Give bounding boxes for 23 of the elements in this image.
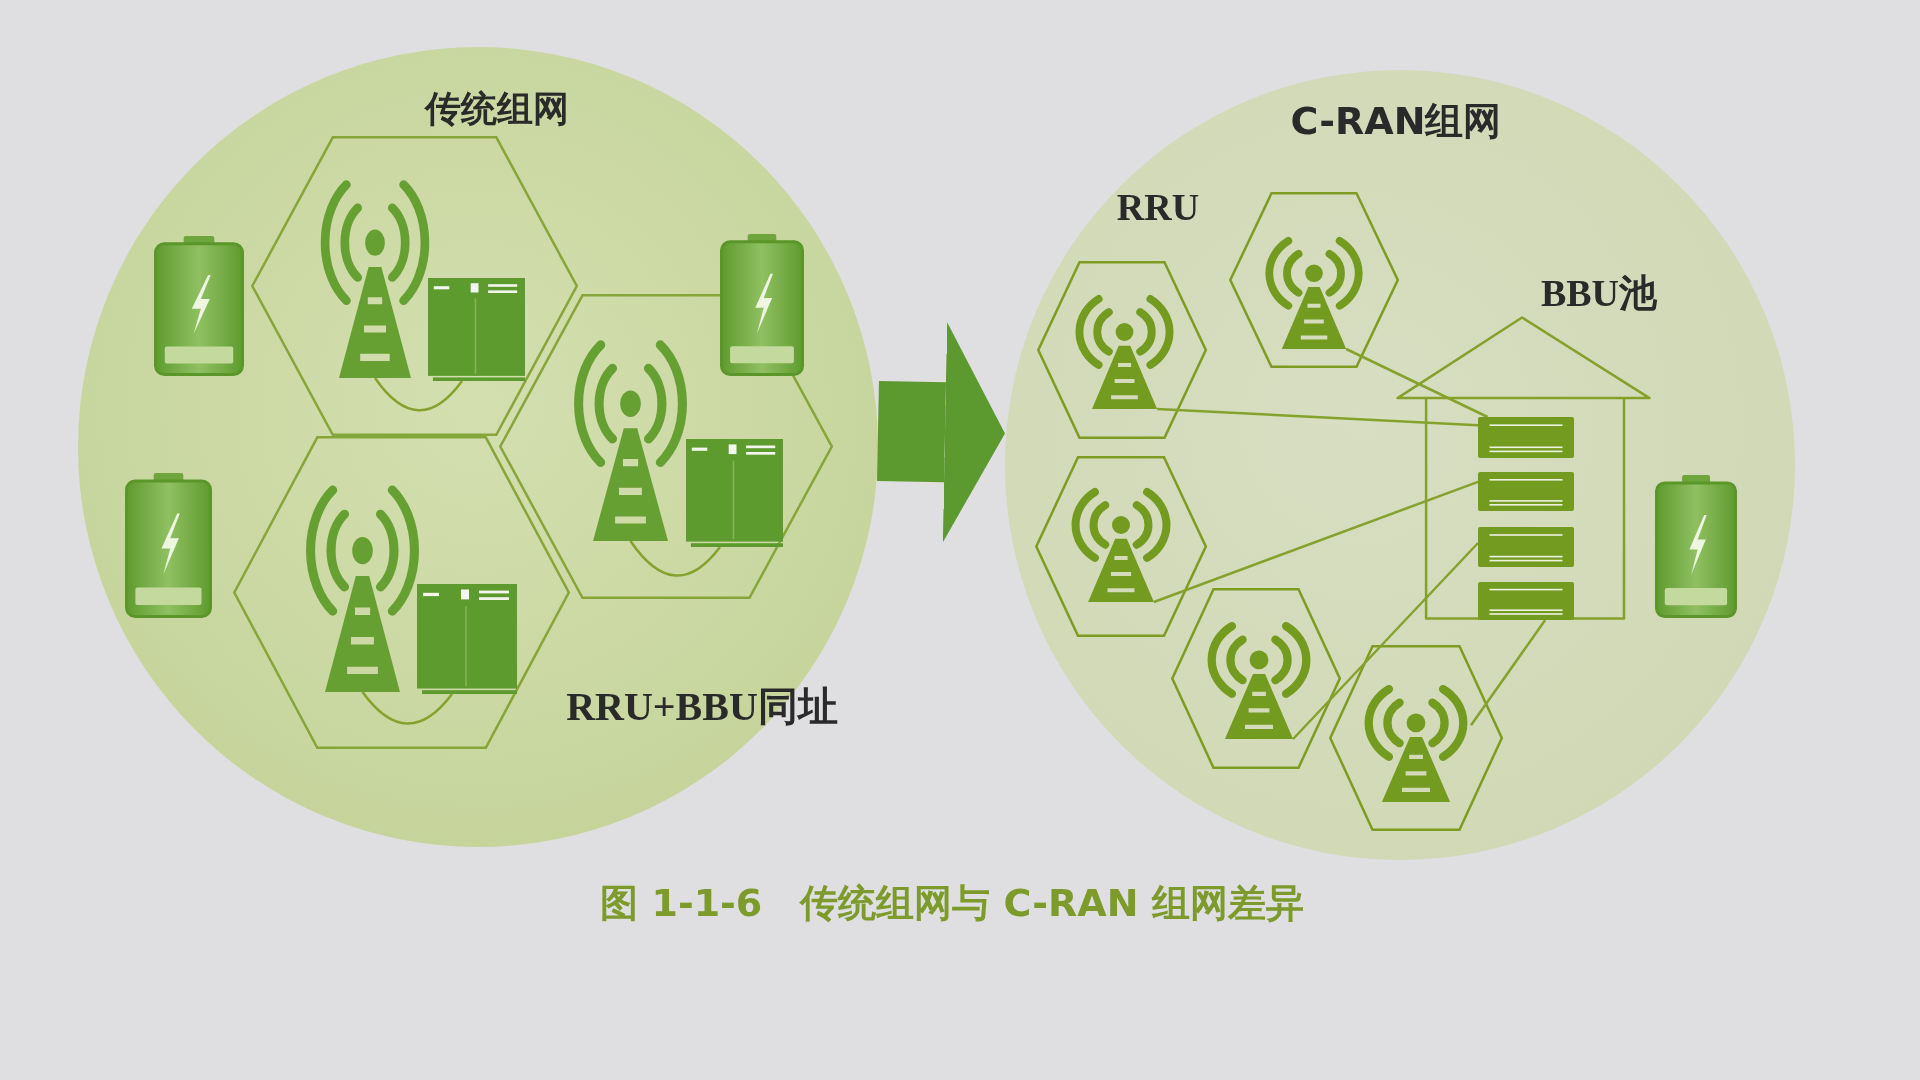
connector-line — [361, 691, 453, 725]
group-title: BBU池 — [1540, 272, 1658, 316]
cabinet-icon — [417, 584, 517, 694]
section-title: C-RAN组网 — [1290, 100, 1502, 144]
block-arrow — [876, 322, 1005, 543]
rack-unit-icon — [1478, 582, 1574, 620]
cabinet-icon — [428, 278, 525, 381]
cabinet-icon — [686, 439, 783, 547]
connector-line — [374, 377, 463, 412]
rack-unit-icon — [1478, 417, 1574, 458]
rack-unit-icon — [1478, 472, 1574, 511]
connector-line — [1469, 619, 1547, 727]
part-label: RRU+BBU同址 — [566, 684, 838, 730]
rack-unit-icon — [1478, 527, 1574, 567]
connector-line — [1292, 542, 1479, 740]
connector-line — [1345, 347, 1489, 419]
radio-tower-icon — [1262, 236, 1366, 349]
connector-line — [629, 540, 721, 577]
connector-line — [1157, 407, 1479, 427]
connector-line — [1153, 480, 1479, 604]
figure-caption: 图 1-1-6 传统组网与 C-RAN 组网差异 — [600, 882, 1304, 926]
part-label: RRU — [1116, 186, 1200, 230]
section-title: 传统组网 — [425, 88, 569, 130]
